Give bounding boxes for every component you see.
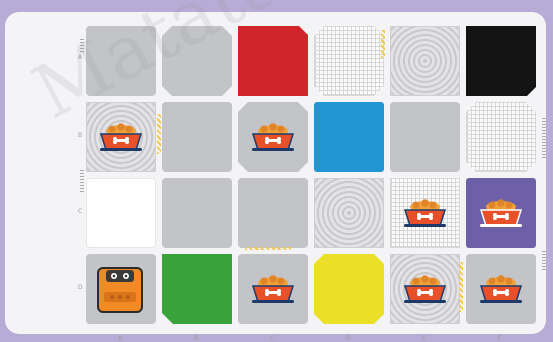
tile-c4[interactable] xyxy=(314,178,384,248)
tile-a5[interactable] xyxy=(390,26,460,96)
tile-a6[interactable] xyxy=(466,26,536,96)
tile-d2[interactable] xyxy=(162,254,232,324)
tile-c1[interactable] xyxy=(86,178,156,248)
tile-c6[interactable] xyxy=(466,178,536,248)
food-bowl-icon xyxy=(250,122,296,152)
food-bowl-icon xyxy=(250,274,296,304)
tile-b6[interactable] xyxy=(466,102,536,172)
tile-d3[interactable] xyxy=(238,254,308,324)
food-bowl-icon xyxy=(478,274,524,304)
hazard-stripe xyxy=(157,114,161,154)
tile-b5[interactable] xyxy=(390,102,460,172)
tile-b3[interactable] xyxy=(238,102,308,172)
hazard-stripe xyxy=(381,30,385,58)
tile-d4[interactable] xyxy=(314,254,384,324)
pet-carrier-icon xyxy=(96,262,144,314)
row-label: B xyxy=(78,132,82,139)
hazard-stripe xyxy=(245,247,291,250)
hazard-stripe xyxy=(459,262,463,312)
tile-c2[interactable] xyxy=(162,178,232,248)
tile-c5[interactable] xyxy=(390,178,460,248)
row-label: D xyxy=(78,284,83,291)
tile-b2[interactable] xyxy=(162,102,232,172)
row-marker xyxy=(80,170,84,192)
tile-a4[interactable] xyxy=(314,26,384,96)
tile-d5[interactable] xyxy=(390,254,460,324)
tile-c3[interactable] xyxy=(238,178,308,248)
row-label: C xyxy=(78,208,82,215)
row-marker xyxy=(542,250,546,270)
tile-d6[interactable] xyxy=(466,254,536,324)
food-bowl-icon xyxy=(402,198,448,228)
food-bowl-icon xyxy=(478,198,524,228)
tile-d1[interactable] xyxy=(86,254,156,324)
tile-a3[interactable] xyxy=(238,26,308,96)
tile-b4[interactable] xyxy=(314,102,384,172)
food-bowl-icon xyxy=(402,274,448,304)
row-marker xyxy=(542,116,546,158)
food-bowl-icon xyxy=(98,122,144,152)
